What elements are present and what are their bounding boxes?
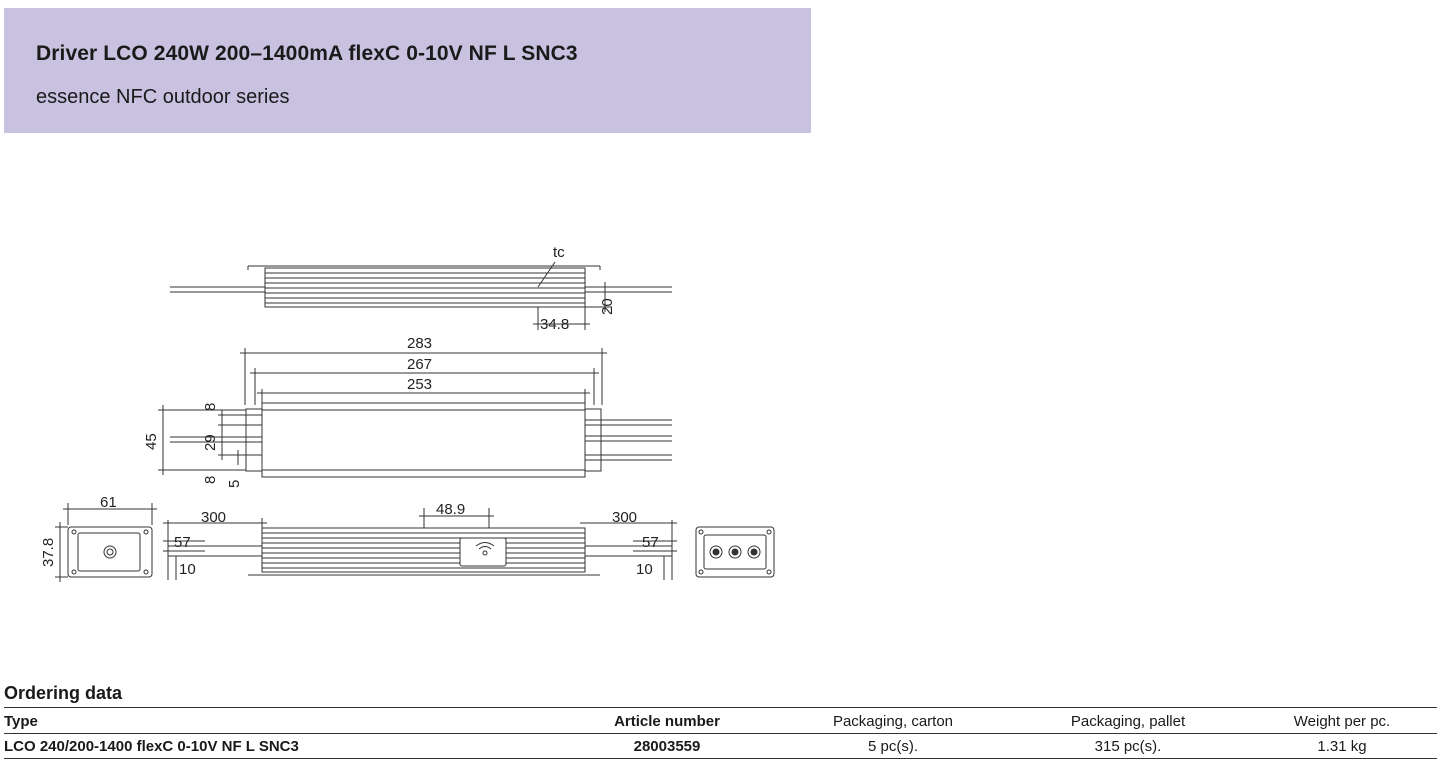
dim-10a: 10 xyxy=(179,561,196,578)
header-article-number: Article number xyxy=(614,713,720,730)
dim-45: 45 xyxy=(143,433,160,450)
header-banner: Driver LCO 240W 200–1400mA flexC 0-10V N… xyxy=(4,8,811,133)
dim-300b: 300 xyxy=(612,509,637,526)
dim-8b: 8 xyxy=(202,476,219,484)
dim-29: 29 xyxy=(202,434,219,451)
dim-57a: 57 xyxy=(174,534,191,551)
top-view xyxy=(158,348,672,478)
dim-61: 61 xyxy=(100,494,117,511)
dim-10b: 10 xyxy=(636,561,653,578)
row-packaging-pallet: 315 pc(s). xyxy=(1094,738,1162,755)
header-packaging-carton: Packaging, carton xyxy=(832,713,954,730)
side-view xyxy=(170,261,672,330)
product-series: essence NFC outdoor series xyxy=(36,86,290,108)
dim-37-8: 37.8 xyxy=(40,538,57,567)
section-title: Ordering data xyxy=(4,683,123,703)
dim-20: 20 xyxy=(599,298,616,315)
dim-57b: 57 xyxy=(642,534,659,551)
row-packaging-carton: 5 pc(s). xyxy=(867,738,918,755)
dim-48-9: 48.9 xyxy=(436,501,465,518)
dim-267: 267 xyxy=(407,356,432,373)
dim-283: 283 xyxy=(407,335,432,352)
table-header-rule xyxy=(4,733,1437,734)
header-packaging-pallet: Packaging, pallet xyxy=(1070,713,1186,730)
dimension-labels: tc 34.8 20 283 267 253 8 45 29 5 8 61 37… xyxy=(40,244,659,578)
dim-34-8: 34.8 xyxy=(540,316,569,333)
header-weight: Weight per pc. xyxy=(1293,713,1391,730)
dim-253: 253 xyxy=(407,376,432,393)
row-type: LCO 240/200-1400 flexC 0-10V NF L SNC3 xyxy=(4,738,299,755)
dim-300a: 300 xyxy=(201,509,226,526)
row-article-number: 28003559 xyxy=(633,738,701,755)
table-bottom-rule xyxy=(4,758,1437,759)
tc-label: tc xyxy=(553,244,565,261)
back-end-view xyxy=(695,526,775,578)
front-end-view xyxy=(55,503,157,582)
bottom-view xyxy=(163,508,677,580)
header-type: Type xyxy=(4,713,38,730)
row-weight: 1.31 kg xyxy=(1317,738,1367,755)
dim-8a: 8 xyxy=(202,403,219,411)
product-title: Driver LCO 240W 200–1400mA flexC 0-10V N… xyxy=(36,42,578,65)
table-top-rule xyxy=(4,707,1437,708)
dim-5: 5 xyxy=(226,480,243,488)
